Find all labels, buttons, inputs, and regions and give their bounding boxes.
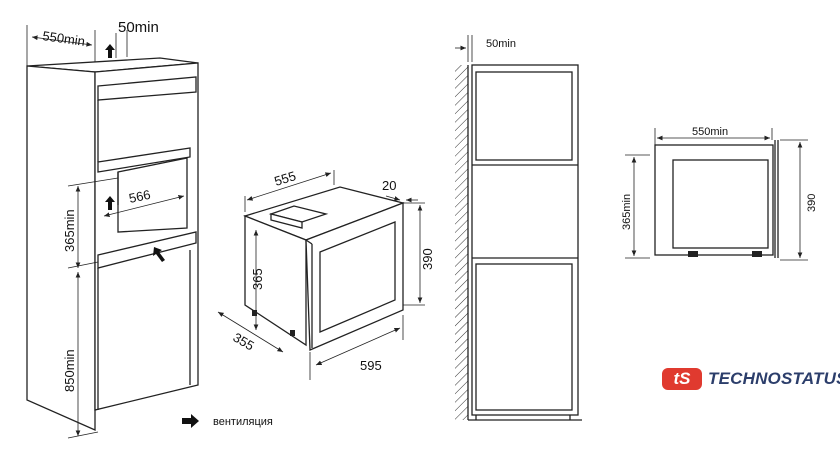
niche-height-label: 365min bbox=[62, 209, 77, 252]
wall-gap-label: 50min bbox=[486, 38, 516, 50]
door-thickness-label: 20 bbox=[382, 178, 396, 193]
vent-arrow-icon bbox=[105, 196, 115, 210]
cabinet-perspective: 550min 50min 566 365min 850min bbox=[26, 19, 199, 439]
vent-gap-label: 50min bbox=[118, 19, 159, 36]
base-height-label: 850min bbox=[62, 349, 77, 392]
front-width-label: 595 bbox=[360, 358, 382, 373]
ventilation-label: вентиляция bbox=[213, 416, 273, 428]
niche-height-side-label: 365min bbox=[621, 194, 633, 230]
niche-width-label: 566 bbox=[128, 187, 152, 206]
technostatus-logo: tS TECHNOSTATUS bbox=[662, 368, 840, 390]
oven-depth-label: 555 bbox=[272, 168, 297, 189]
front-height-label: 390 bbox=[420, 248, 435, 270]
ventilation-legend: вентиляция bbox=[182, 414, 273, 428]
ventilation-arrow-icon bbox=[182, 414, 199, 428]
cabinet-side-view: 50min bbox=[455, 35, 582, 421]
niche-side-view: 550min 365min 390 bbox=[621, 126, 818, 261]
vent-arrow-icon bbox=[153, 247, 165, 262]
vent-arrow-icon bbox=[105, 44, 115, 58]
logo-mark: tS bbox=[662, 368, 702, 390]
oven-perspective: 555 20 390 365 355 595 bbox=[217, 168, 435, 380]
niche-depth-label: 550min bbox=[692, 126, 728, 138]
niche-front-height-label: 390 bbox=[806, 194, 818, 212]
logo-text: TECHNOSTATUS bbox=[708, 369, 840, 388]
cabinet-depth-label: 550min bbox=[42, 28, 86, 49]
body-height-label: 365 bbox=[250, 268, 265, 290]
